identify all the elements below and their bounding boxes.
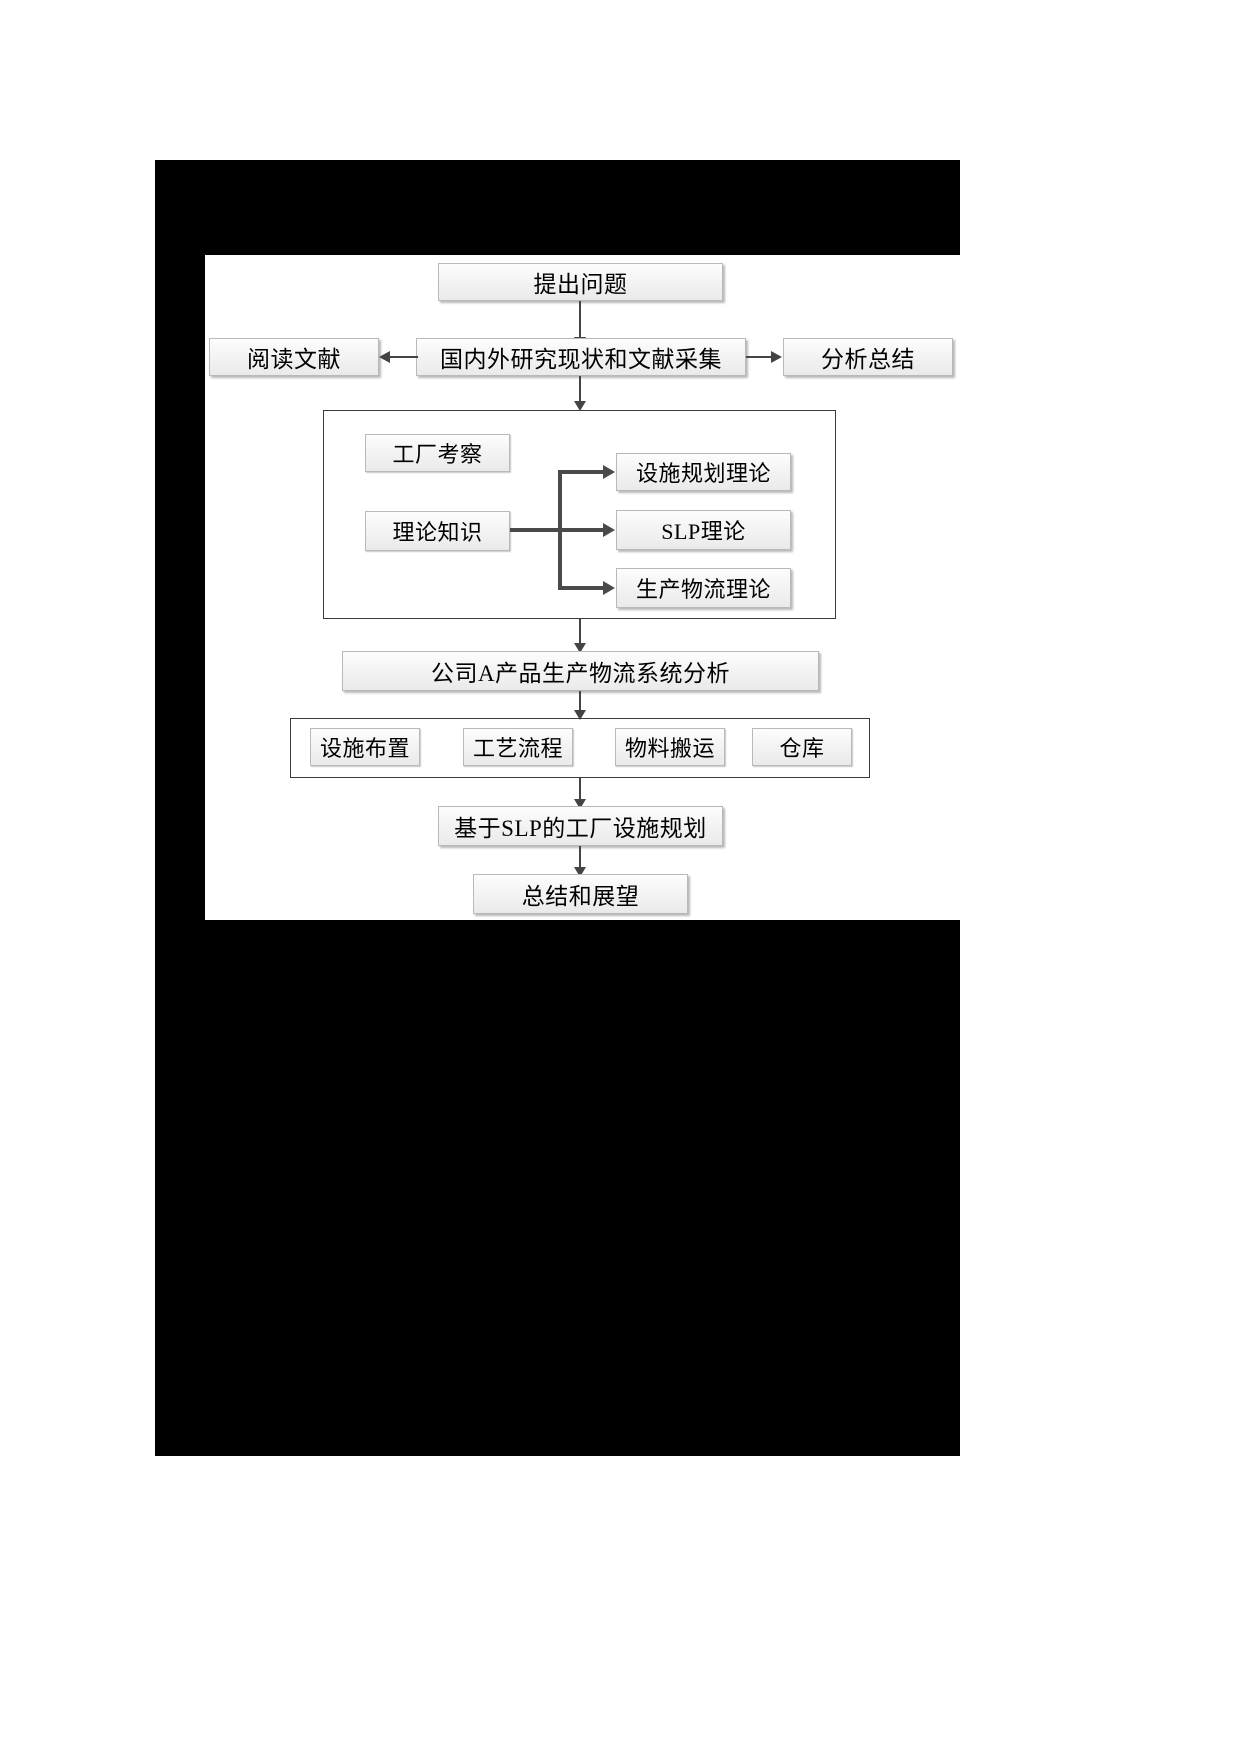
node-theory-slp[interactable]: SLP理论	[616, 510, 791, 550]
node-literature-left-label: 阅读文献	[247, 347, 341, 372]
connector-literature-to-right	[746, 356, 774, 358]
theory-group-container	[323, 410, 836, 619]
connector-analysis-to-aspects	[579, 691, 581, 717]
node-theory-slp-label: SLP理论	[661, 519, 746, 544]
node-aspect-material-handling-label: 物料搬运	[624, 736, 715, 761]
node-aspect-process-label: 工艺流程	[472, 736, 563, 761]
node-start[interactable]: 提出问题	[438, 263, 723, 301]
connector-slp-planning-to-conclusion	[579, 846, 581, 874]
arrowhead-knowledge-to-facility-planning	[603, 465, 615, 479]
node-literature-center-label: 国内外研究现状和文献采集	[440, 347, 722, 372]
node-factory-survey[interactable]: 工厂考察	[365, 434, 510, 472]
node-slp-planning[interactable]: 基于SLP的工厂设施规划	[438, 806, 723, 846]
connector-literature-to-theorygroup	[579, 376, 581, 409]
connector-literature-to-left	[390, 356, 418, 358]
node-theory-facility-planning[interactable]: 设施规划理论	[616, 453, 791, 491]
connector-knowledge-to-facility-planning	[558, 470, 606, 474]
node-literature-left[interactable]: 阅读文献	[209, 338, 379, 376]
connector-theorygroup-to-analysis	[579, 619, 581, 649]
connector-knowledge-to-production-logistics	[558, 586, 606, 590]
node-theory-production-logistics[interactable]: 生产物流理论	[616, 568, 791, 608]
node-slp-planning-label: 基于SLP的工厂设施规划	[454, 816, 707, 841]
node-aspect-layout-label: 设施布置	[319, 736, 410, 761]
node-conclusion[interactable]: 总结和展望	[473, 874, 688, 914]
node-theory-knowledge[interactable]: 理论知识	[365, 511, 510, 551]
aspects-group-container	[290, 718, 870, 778]
arrowhead-aspects-to-slp-planning	[574, 799, 586, 809]
node-system-analysis[interactable]: 公司A产品生产物流系统分析	[342, 651, 819, 691]
node-aspect-material-handling[interactable]: 物料搬运	[615, 728, 725, 766]
arrowhead-literature-to-right	[771, 351, 782, 363]
node-literature-right-label: 分析总结	[821, 347, 915, 372]
connector-start-to-literature	[579, 301, 581, 347]
node-aspect-layout[interactable]: 设施布置	[310, 728, 420, 766]
connector-knowledge-distributor	[558, 470, 562, 590]
node-literature-center[interactable]: 国内外研究现状和文献采集	[416, 338, 746, 376]
node-theory-facility-planning-label: 设施规划理论	[635, 461, 771, 486]
flowchart-canvas: 提出问题 阅读文献 国内外研究现状和文献采集 分析总结 工厂考察 理论知识 设施…	[205, 255, 960, 920]
node-literature-right[interactable]: 分析总结	[783, 338, 953, 376]
node-theory-knowledge-label: 理论知识	[392, 520, 483, 545]
node-factory-survey-label: 工厂考察	[392, 442, 483, 467]
node-aspect-warehouse[interactable]: 仓库	[752, 728, 852, 766]
arrowhead-theorygroup-to-analysis	[574, 643, 586, 653]
connector-aspects-to-slp-planning	[579, 778, 581, 806]
arrowhead-slp-planning-to-conclusion	[574, 867, 586, 877]
node-aspect-process[interactable]: 工艺流程	[463, 728, 573, 766]
arrowhead-analysis-to-aspects	[574, 710, 586, 720]
node-conclusion-label: 总结和展望	[521, 884, 640, 909]
arrowhead-literature-to-theorygroup	[574, 401, 586, 411]
node-theory-production-logistics-label: 生产物流理论	[635, 577, 771, 602]
arrowhead-literature-to-left	[379, 351, 390, 363]
node-start-label: 提出问题	[533, 272, 628, 297]
arrowhead-knowledge-to-production-logistics	[603, 581, 615, 595]
node-system-analysis-label: 公司A产品生产物流系统分析	[430, 661, 731, 686]
node-aspect-warehouse-label: 仓库	[779, 736, 825, 761]
arrowhead-knowledge-to-slp	[603, 523, 615, 537]
